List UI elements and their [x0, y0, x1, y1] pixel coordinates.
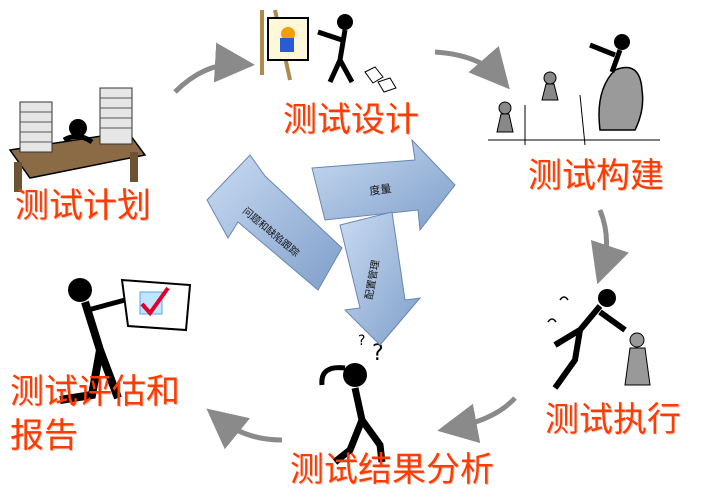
cycle-arrow-execute-to-analysis: [437, 396, 517, 444]
svg-text:?: ?: [372, 341, 384, 366]
cycle-arrow-build-to-execute: [590, 209, 629, 285]
tracking-text: 度量: [368, 181, 392, 198]
stage-execute-label: 测试执行: [545, 400, 681, 440]
center-arrow-cluster: 度量 问题和缺陷跟踪 配置管理: [206, 138, 456, 346]
issue-tracking-arrow: [206, 154, 343, 291]
chess-pieces-icon: [488, 34, 660, 146]
config-mgmt-arrow: [339, 211, 422, 346]
svg-text:?: ?: [358, 333, 365, 349]
stage-build-label: 测试构建: [528, 156, 664, 196]
stage-design-label: 测试设计: [283, 100, 419, 140]
thinking-figure-icon: ? ?: [319, 333, 386, 465]
easel-artist-icon: [260, 9, 397, 93]
cycle-arrow-design-to-build: [434, 46, 510, 90]
cycle-arrow-analysis-to-evaluate: [206, 408, 283, 450]
stage-evaluate-label-line2: 报告: [10, 416, 78, 456]
pushing-figure-icon: [547, 289, 651, 390]
stage-evaluate-label-line1: 测试评估和: [10, 372, 180, 412]
cycle-arrow-plan-to-design: [173, 42, 255, 94]
stage-plan-label: 测试计划: [15, 186, 151, 226]
desk-with-paper-stacks-icon: [8, 87, 147, 192]
tracking-arrow: [311, 138, 456, 232]
checklist-figure-icon: [59, 278, 192, 404]
stage-analysis-label: 测试结果分析: [290, 450, 494, 490]
